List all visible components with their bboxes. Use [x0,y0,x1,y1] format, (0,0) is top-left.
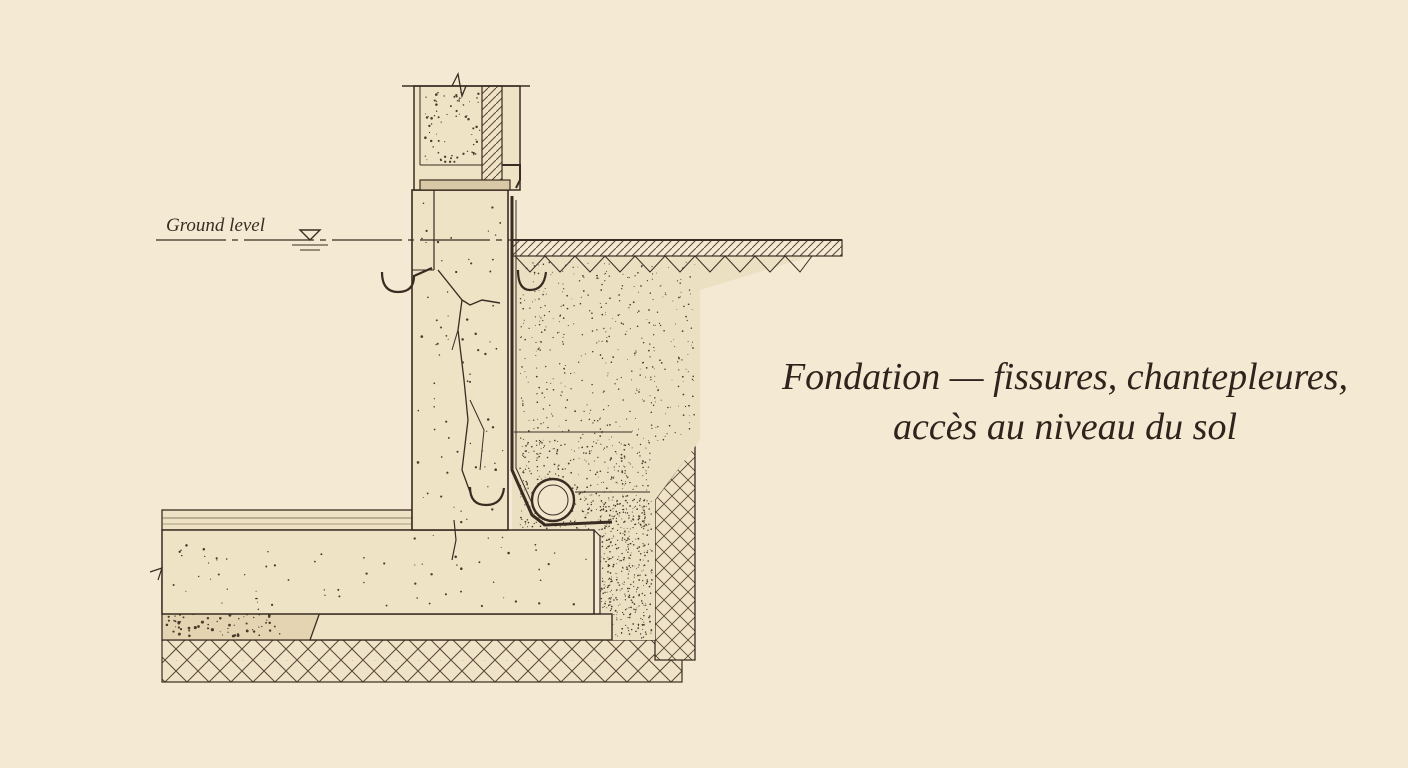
backfill-stipple [519,261,696,639]
backfill-soil [512,256,812,640]
concrete-stipple [172,91,587,611]
flashing [502,164,521,189]
weep-hook-left [380,266,433,294]
waterproof-membrane [510,196,613,527]
slab-break [149,567,163,581]
weep-hook-right [516,269,548,292]
caption-line-1: Fondation — fissures, chantepleures, [781,356,1349,398]
footing [161,529,595,615]
upper-wall [413,85,521,191]
caption-line-2: accès au niveau du sol [892,406,1238,448]
break-mark [451,71,467,99]
ground-level-symbol [298,229,322,241]
ground-level-label: Ground level [166,215,266,236]
subgrade-soil [161,639,683,683]
mud-slab [309,613,613,641]
sill-plate [419,179,511,191]
ground-surface [511,239,843,257]
floor-slab [161,509,413,531]
footing-crack [451,519,457,561]
diagram-caption: Fondation — fissures, chantepleures, acc… [760,352,1370,452]
foundation-wall [411,189,509,531]
weep-hook-bottom [468,486,506,507]
wall-crack [437,269,501,306]
ground-zigzag [514,255,813,273]
